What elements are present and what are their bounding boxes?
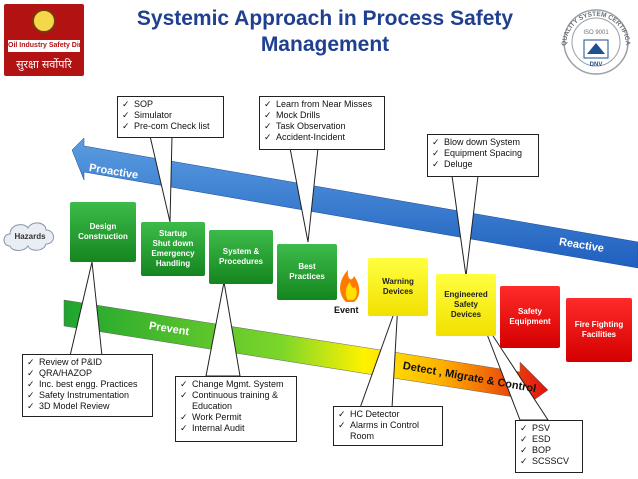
dnv-ship-icon <box>587 43 605 54</box>
hazards-label: Hazards <box>14 232 46 241</box>
callout-item: ✓SCSSCV <box>520 456 570 466</box>
check-icon: ✓ <box>432 137 440 147</box>
check-icon: ✓ <box>180 390 188 400</box>
callout-item: ✓Work Permit <box>180 412 242 422</box>
check-icon: ✓ <box>180 423 188 433</box>
check-icon: ✓ <box>520 456 528 466</box>
callout-item: ✓Alarms in Control <box>338 420 420 430</box>
emblem-icon <box>32 9 56 33</box>
hazards-cloud-icon <box>3 222 54 251</box>
check-icon: ✓ <box>264 121 272 131</box>
check-icon: ✓ <box>27 357 35 367</box>
callout-item: ✓Internal Audit <box>180 423 245 433</box>
callout-item: ✓SOP <box>122 99 154 109</box>
seal-mark-text: DNV <box>590 62 603 68</box>
certification-seal: QUALITY SYSTEM CERTIFICATION ISO 9001 DN… <box>556 2 631 75</box>
callout-bottom3: ✓HC Detector ✓Alarms in Control Room <box>333 406 443 446</box>
event-label: Event <box>334 305 359 315</box>
check-icon: ✓ <box>27 379 35 389</box>
logo-script-text: सुरक्षा सर्वोपरि <box>16 59 72 71</box>
check-icon: ✓ <box>520 423 528 433</box>
callout-item: ✓Learn from Near Misses <box>264 99 373 109</box>
callout-item: Room <box>350 431 375 441</box>
callout-item: ✓Equipment Spacing <box>432 148 523 158</box>
callout-item: ✓QRA/HAZOP <box>27 368 93 378</box>
callout-item: ✓Continuous training & <box>180 390 279 400</box>
callout-item: ✓Accident-Incident <box>264 132 346 142</box>
callout-item: ✓Change Mgmt. System <box>180 379 284 389</box>
callout-item: ✓Deluge <box>432 159 473 169</box>
callout-item: ✓Pre-com Check list <box>122 121 210 131</box>
stage-system-procedures: System &Procedures <box>209 230 273 284</box>
callout-top1: ✓SOP ✓Simulator ✓Pre-com Check list <box>117 96 224 138</box>
callout-item: ✓ESD <box>520 434 551 444</box>
check-icon: ✓ <box>180 412 188 422</box>
check-icon: ✓ <box>432 148 440 158</box>
callout-item: ✓HC Detector <box>338 409 400 419</box>
check-icon: ✓ <box>264 132 272 142</box>
callout-top2: ✓Learn from Near Misses ✓Mock Drills ✓Ta… <box>259 96 385 150</box>
callout-item: Education <box>192 401 233 411</box>
check-icon: ✓ <box>432 159 440 169</box>
check-icon: ✓ <box>520 445 528 455</box>
callout-bottom1: ✓Review of P&ID ✓QRA/HAZOP ✓Inc. best en… <box>22 354 153 417</box>
check-icon: ✓ <box>264 99 272 109</box>
logo-band-text: Oil Industry Safety Directorate <box>8 40 80 52</box>
oisd-logo: Oil Industry Safety Directorate सुरक्षा … <box>4 4 84 76</box>
callout-bottom4: ✓PSV ✓ESD ✓BOP ✓SCSSCV <box>515 420 583 473</box>
callout-item: ✓Mock Drills <box>264 110 320 120</box>
check-icon: ✓ <box>520 434 528 444</box>
check-icon: ✓ <box>122 121 130 131</box>
check-icon: ✓ <box>264 110 272 120</box>
callout-item: ✓BOP <box>520 445 552 455</box>
callout-top3: ✓Blow down System ✓Equipment Spacing ✓De… <box>427 134 539 177</box>
flame-icon <box>340 270 360 302</box>
check-icon: ✓ <box>122 99 130 109</box>
callout-item: ✓Safety Instrumentation <box>27 390 130 400</box>
callout-item: ✓3D Model Review <box>27 401 110 411</box>
check-icon: ✓ <box>27 390 35 400</box>
callout-item: ✓Blow down System <box>432 137 521 147</box>
callout-item: ✓Simulator <box>122 110 173 120</box>
check-icon: ✓ <box>180 379 188 389</box>
callout-item: ✓Inc. best engg. Practices <box>27 379 138 389</box>
callout-item: ✓PSV <box>520 423 551 433</box>
callout-bottom2: ✓Change Mgmt. System ✓Continuous trainin… <box>175 376 297 442</box>
check-icon: ✓ <box>122 110 130 120</box>
seal-sub-text: ISO 9001 <box>583 30 609 36</box>
proactive-reactive-arrow <box>71 137 638 269</box>
title-line-2: Management <box>260 33 390 56</box>
check-icon: ✓ <box>338 409 346 419</box>
callout-item: ✓Review of P&ID <box>27 357 103 367</box>
callout-item: ✓Task Observation <box>264 121 346 131</box>
page-title: Systemic Approach in Process Safety Mana… <box>100 6 550 58</box>
check-icon: ✓ <box>338 420 346 430</box>
check-icon: ✓ <box>27 368 35 378</box>
check-icon: ✓ <box>27 401 35 411</box>
title-line-1: Systemic Approach in Process Safety <box>136 7 514 30</box>
